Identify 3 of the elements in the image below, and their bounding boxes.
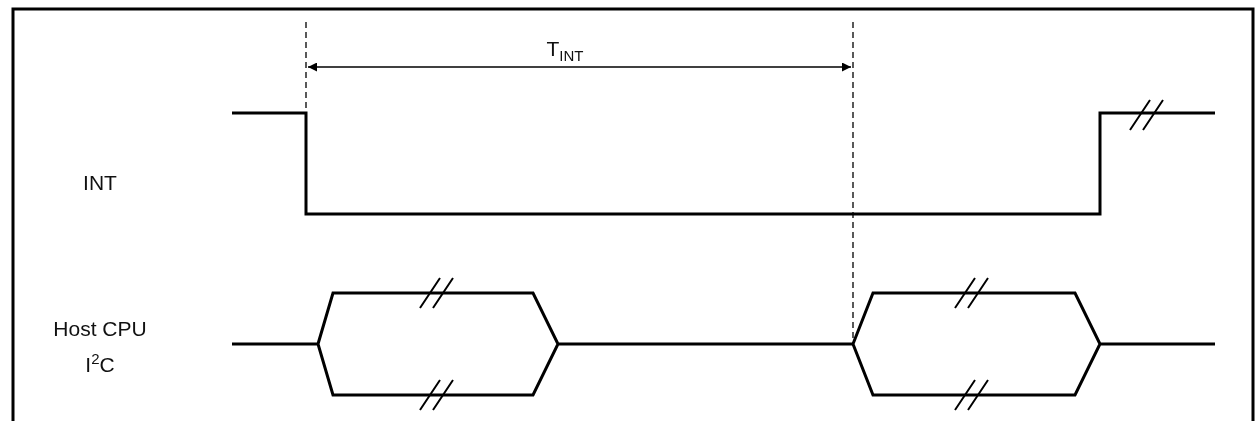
- signal-name: INT: [82, 170, 118, 196]
- signal-name: Host CPU I$^{2}$C: [52, 316, 148, 378]
- dimension-label: T$_{INT}$: [545, 36, 585, 67]
